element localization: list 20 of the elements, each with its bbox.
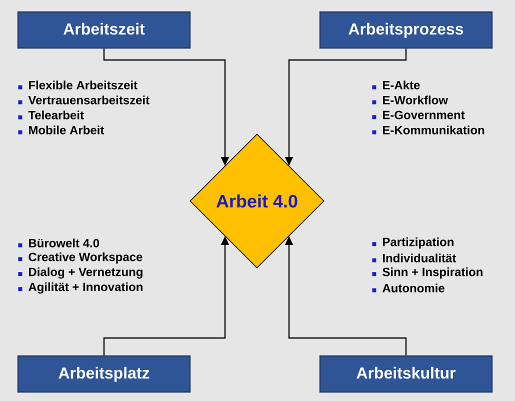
list-item: Sinn + Inspiration: [372, 267, 482, 279]
list-item: Dialog + Vernetzung: [18, 267, 142, 279]
list-item: Mobile Arbeit: [18, 126, 104, 134]
list-item: Autonomie: [372, 284, 444, 292]
list-item: Partizipation: [372, 237, 454, 249]
list-item: E-Government: [372, 110, 465, 120]
list-item: Creative Workspace: [18, 252, 142, 264]
title-box: Arbeitszeit: [17, 11, 191, 49]
list-item: Vertrauensarbeitszeit: [18, 96, 150, 104]
list-item: Agilität + Innovation: [18, 282, 142, 294]
list-item: E-Kommunikation: [372, 126, 484, 134]
list-item: Telearbeit: [18, 110, 84, 120]
title-box: Arbeitskultur: [319, 355, 493, 393]
list-item: Flexible Arbeitszeit: [18, 80, 138, 90]
list-item: E-Akte: [372, 80, 420, 90]
list-item: Bürowelt 4.0: [18, 238, 100, 248]
list-item: E-Workflow: [372, 96, 448, 104]
title-box: Arbeitsprozess: [319, 11, 493, 49]
list-item: Individualität: [372, 254, 456, 262]
title-box: Arbeitsplatz: [17, 355, 191, 393]
